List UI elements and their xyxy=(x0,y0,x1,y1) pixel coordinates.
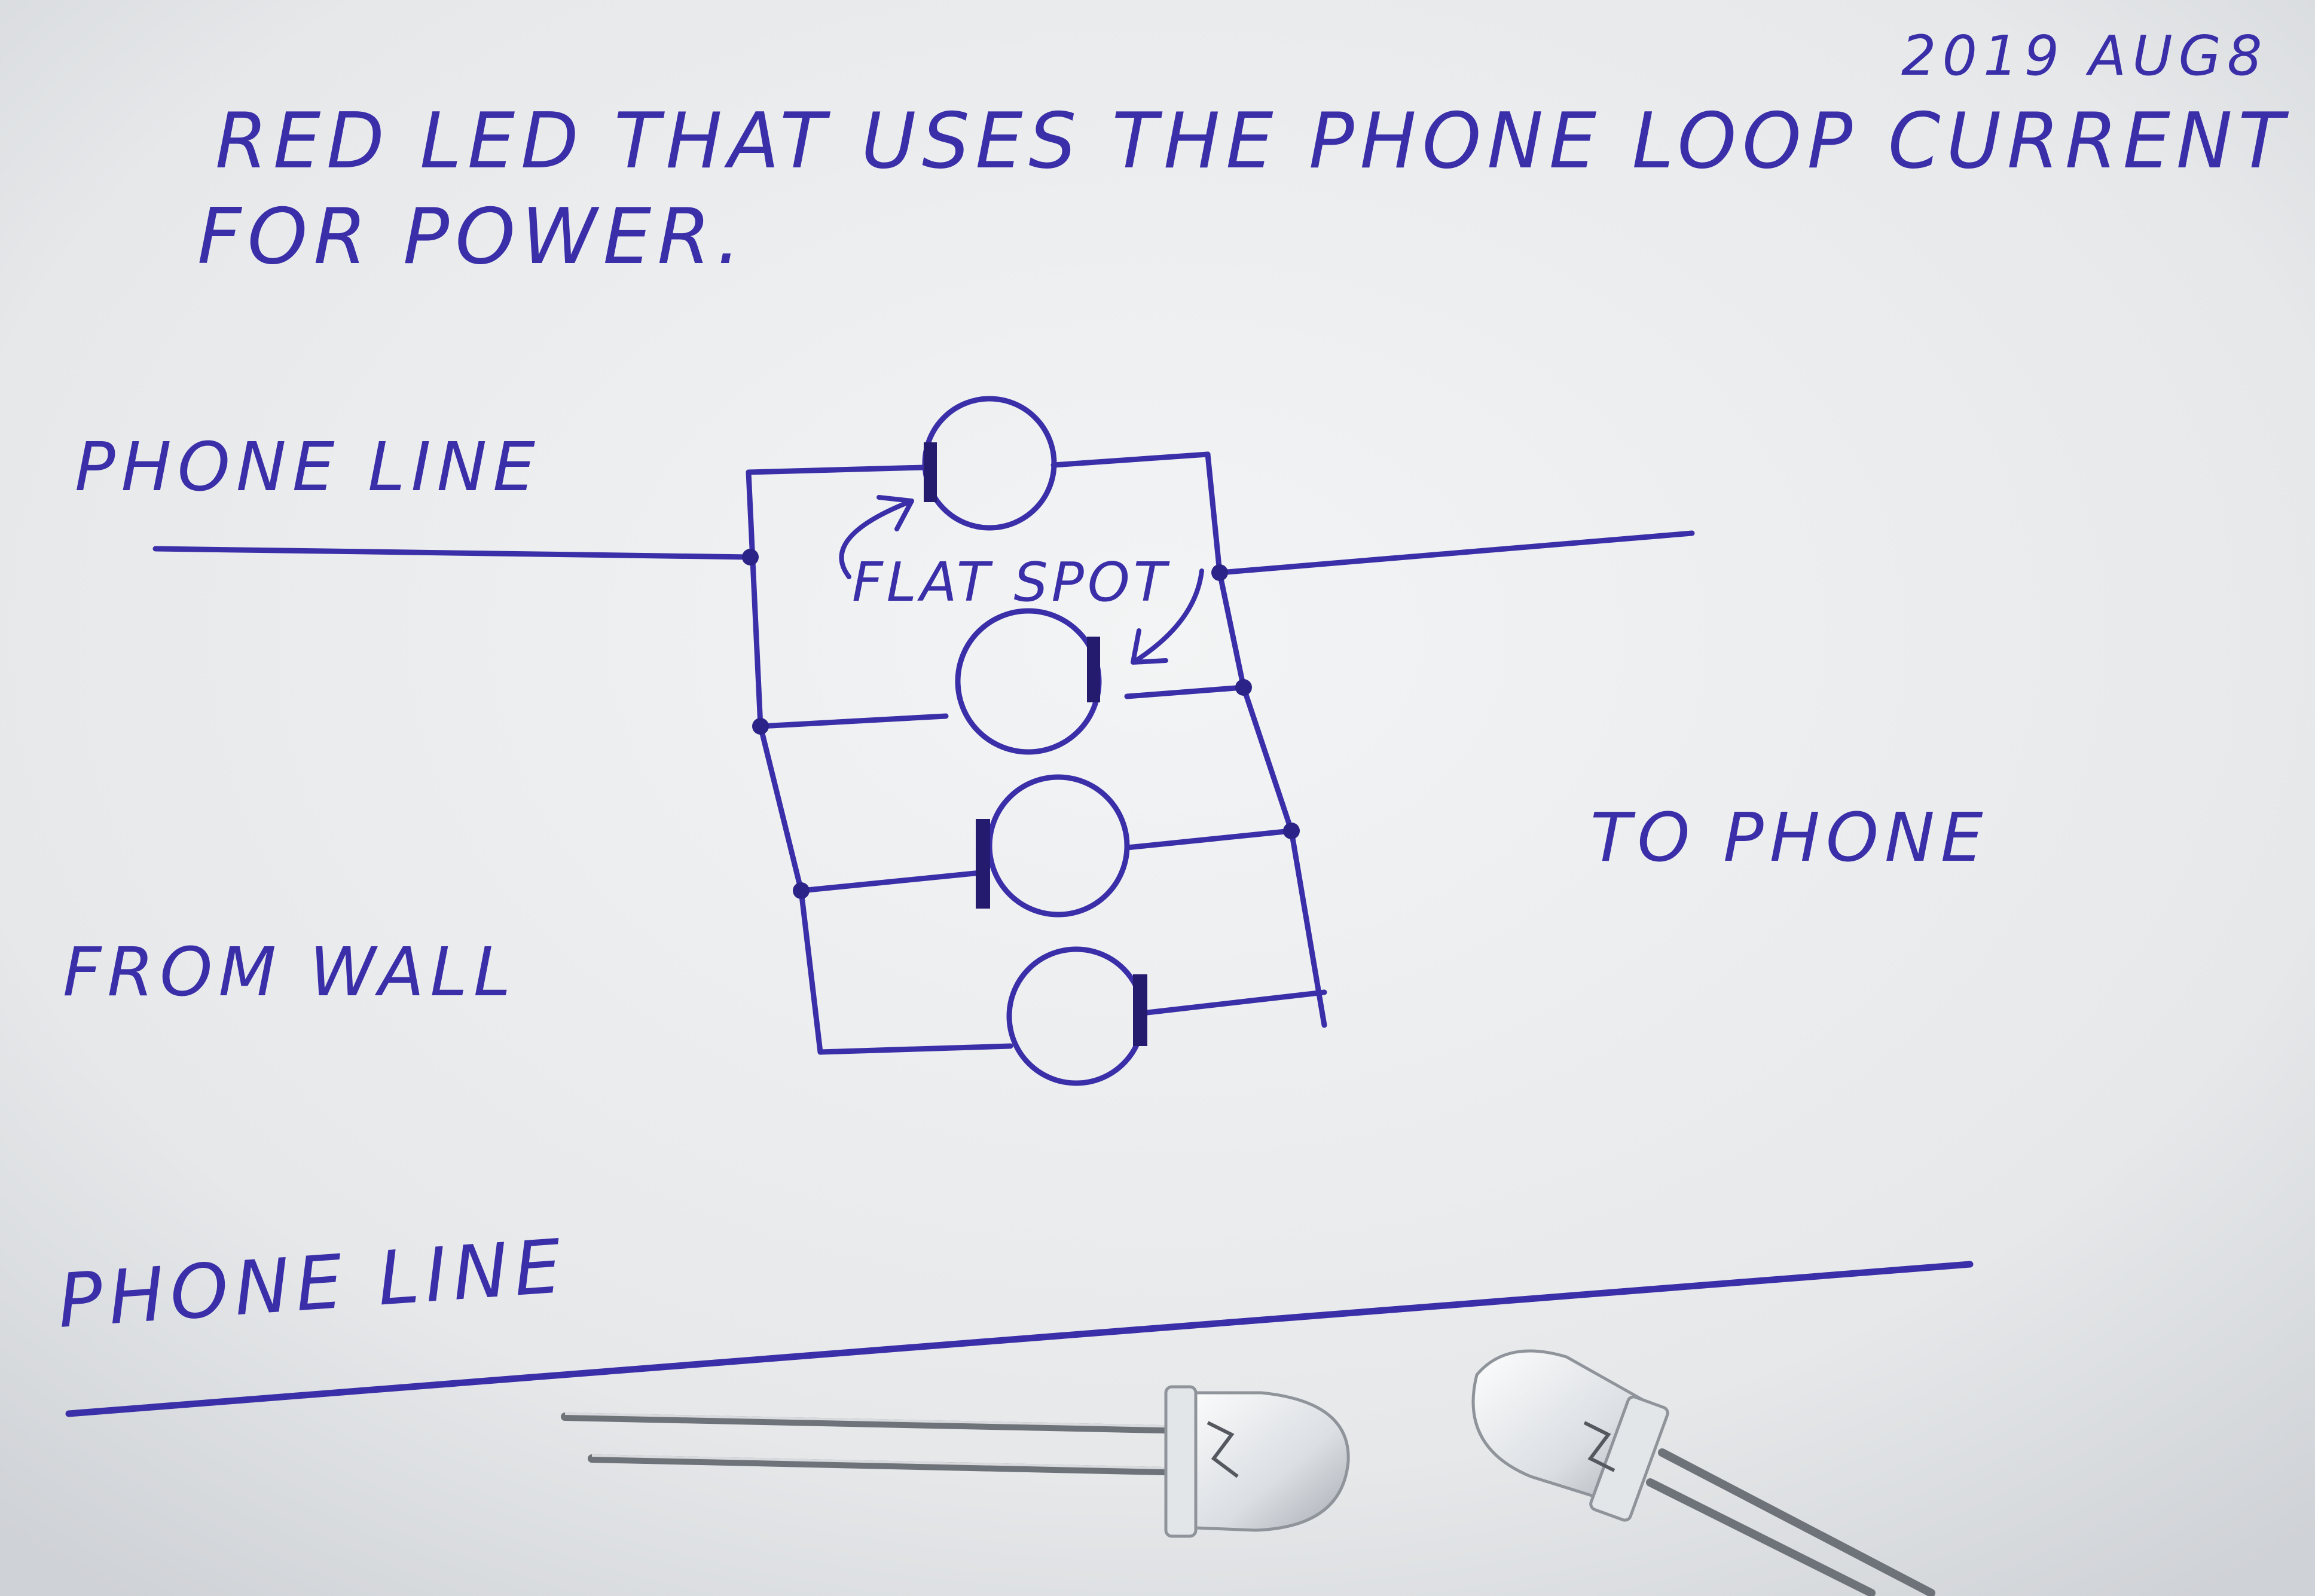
physical-led-left xyxy=(561,1385,1350,1538)
flat-spot-label: FLAT SPOT xyxy=(852,551,1170,614)
junction-dots xyxy=(742,549,1300,899)
flat-spot-arrows xyxy=(839,495,1204,665)
date-text: 2019 AUG8 xyxy=(1901,24,2268,88)
led-right-flange xyxy=(1589,1395,1669,1522)
led-right-lead-short xyxy=(1646,1478,1876,1596)
led-2-lead-right xyxy=(1124,684,1247,699)
flat-spot-arrow-right-head xyxy=(1131,628,1168,665)
from-wall-label: FROM WALL xyxy=(63,934,517,1011)
led-1-flat-spot xyxy=(924,442,937,502)
led-4 xyxy=(1006,946,1147,1086)
junction-dot xyxy=(1211,564,1228,581)
led-3-lead-right xyxy=(1124,828,1294,851)
led-3-lead-left xyxy=(798,870,984,894)
led-4-flat-spot xyxy=(1133,974,1147,1046)
junction-dot xyxy=(1283,823,1300,839)
led-3-flat-spot xyxy=(976,819,990,909)
led-left-die xyxy=(1207,1421,1239,1478)
physical-led-right xyxy=(1471,1349,1935,1596)
circuit-wires xyxy=(152,451,1695,1055)
led-left-lead-long xyxy=(561,1412,1194,1434)
led-1-lead-left xyxy=(746,464,927,475)
to-phone-label: TO PHONE xyxy=(1590,799,1989,877)
phone-line-top-label: PHONE LINE xyxy=(75,429,541,506)
left-rail xyxy=(746,469,823,1055)
input-wire xyxy=(152,546,753,560)
led-2-lead-left xyxy=(758,713,949,729)
flat-spot-arrow-left-head xyxy=(876,495,914,531)
led-2 xyxy=(955,608,1102,755)
led-1-lead-right xyxy=(1050,451,1211,468)
flat-spot-arrow-left xyxy=(839,500,911,579)
junction-dot xyxy=(793,882,810,899)
flat-spot-arrow-right xyxy=(1134,568,1204,663)
led-4-lead-left xyxy=(817,1043,1013,1055)
junction-dot xyxy=(1235,679,1252,696)
led-2-flat-spot xyxy=(1087,637,1100,702)
led-right-die xyxy=(1583,1421,1615,1472)
junction-dot xyxy=(742,549,759,565)
led-left-flange xyxy=(1164,1385,1198,1538)
led-right-lead-long xyxy=(1658,1448,1935,1596)
output-wire xyxy=(1217,530,1695,576)
led-3 xyxy=(976,774,1130,918)
title-line-2: FOR POWER. xyxy=(197,192,747,282)
led-1 xyxy=(922,396,1057,531)
led-left-body xyxy=(1179,1391,1350,1532)
led-left-lead-short xyxy=(588,1454,1194,1476)
bottom-phone-line xyxy=(65,1261,1974,1417)
led-4-lead-right xyxy=(1139,989,1327,1016)
title-line-1: RED LED THAT USES THE PHONE LOOP CURRENT xyxy=(215,97,2290,186)
junction-dot xyxy=(752,718,769,735)
led-symbols xyxy=(922,396,1147,1086)
